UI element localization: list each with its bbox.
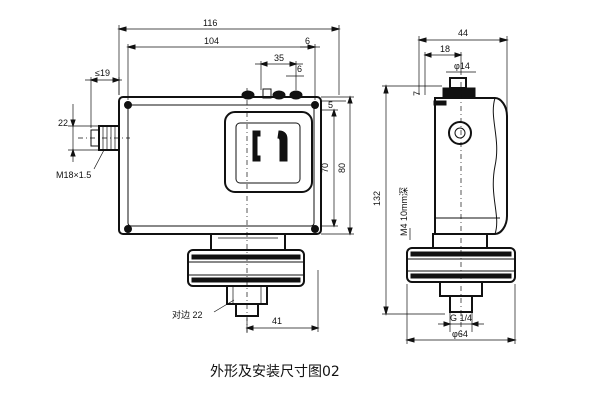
- side-screw-hole-inner: [454, 127, 466, 139]
- dim-132: [382, 84, 445, 316]
- dim-116-label: 116: [203, 18, 217, 28]
- thread-label: M18×1.5: [56, 170, 91, 180]
- dim-7-label: 7: [412, 91, 422, 96]
- dim-22: [68, 104, 98, 162]
- dim-35-label: 35: [274, 53, 284, 63]
- screw-top-left: [124, 101, 132, 109]
- across-flats-leader: [213, 299, 235, 313]
- indicator-left-mark: [252, 130, 261, 162]
- thread-leader: [93, 149, 105, 170]
- dim-104: [126, 44, 317, 100]
- front-inner-panel: [127, 104, 315, 227]
- drawing-caption: 外形及安装尺寸图02: [210, 364, 340, 380]
- dim-6-top-label: 6: [305, 36, 310, 46]
- side-knob-tab: [433, 100, 447, 106]
- dim-44-label: 44: [458, 28, 468, 38]
- display-window-inner: [235, 122, 301, 184]
- adjusting-knobs: [241, 88, 303, 100]
- screw-top-right: [311, 101, 319, 109]
- dim-g14: [438, 312, 484, 332]
- side-knob-base: [442, 87, 476, 99]
- dim-18-label: 18: [440, 44, 450, 54]
- dim-5-label: 5: [328, 100, 333, 110]
- dim-22-label: 22: [58, 118, 68, 128]
- side-knob: [449, 77, 467, 89]
- screw-bottom-right: [311, 225, 319, 233]
- dim-35: [255, 61, 303, 90]
- dim-19-label: ≤19: [95, 68, 110, 78]
- dim-g14-label: G 1/4: [450, 313, 472, 323]
- screw-bottom-left: [124, 225, 132, 233]
- screw-depth-label: M4 10mm深: [399, 187, 409, 236]
- dim-41: [245, 270, 320, 332]
- front-view: 116 104 6 35 6 ≤19: [56, 18, 354, 335]
- pressure-element: [187, 233, 305, 317]
- side-housing-curve: [492, 97, 498, 235]
- indicator-right-mark: [277, 130, 288, 162]
- dim-64: [405, 284, 517, 344]
- dim-80-label: 80: [337, 163, 347, 173]
- dim-41-label: 41: [272, 316, 282, 326]
- dim-104-label: 104: [204, 36, 219, 46]
- side-view: 44 18 φ14 7 132 M4 10mm深: [372, 28, 517, 344]
- dim-70: [321, 108, 338, 228]
- across-flats-label: 对边 22: [172, 309, 203, 320]
- side-screw-hole-outer: [448, 121, 472, 145]
- dim-64-label: φ64: [452, 329, 468, 339]
- dim-14-label: φ14: [454, 61, 470, 71]
- dim-18: [423, 52, 463, 95]
- dim-19: [85, 77, 122, 128]
- dim-6-inner-label: 6: [297, 64, 302, 74]
- dim-132-label: 132: [372, 191, 382, 206]
- dim-70-label: 70: [320, 163, 330, 173]
- dim-80: [321, 95, 354, 236]
- dim-44: [417, 36, 509, 115]
